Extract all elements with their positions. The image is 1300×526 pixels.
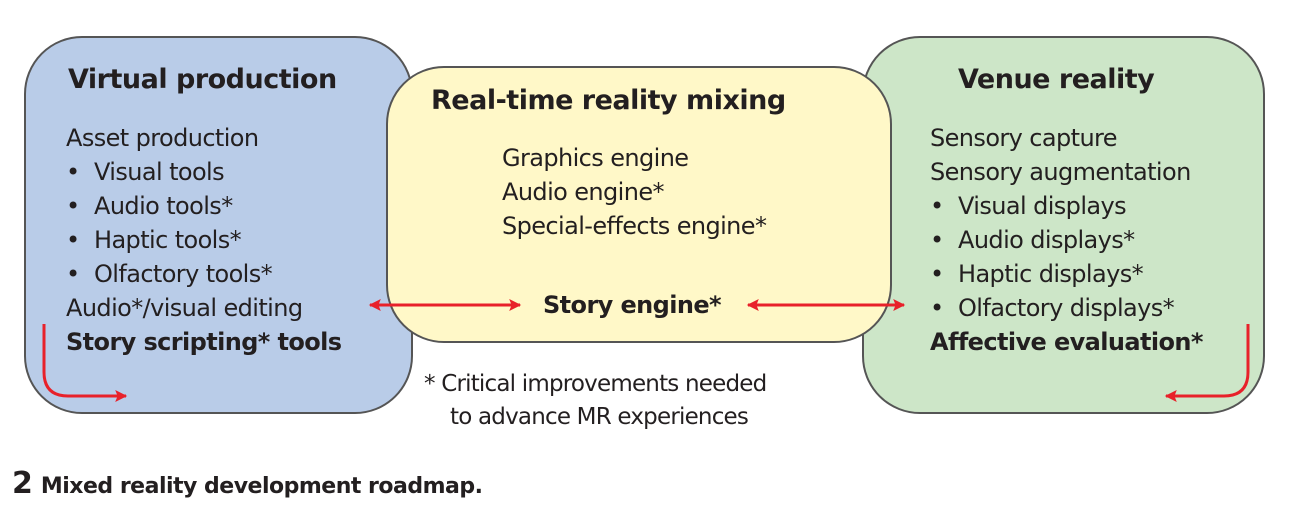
right_box-item: Visual displays: [930, 189, 1127, 223]
figure-number: 2: [12, 466, 33, 501]
footnote-line-1: * Critical improvements needed: [424, 371, 767, 397]
venue-reality-title: Venue reality: [958, 64, 1155, 95]
right_box-item: Sensory augmentation: [930, 158, 1191, 186]
right_box-item: Audio displays*: [930, 223, 1135, 257]
left_box-item: Asset production: [66, 124, 259, 152]
footnote: * Critical improvements needed to advanc…: [424, 368, 767, 434]
center-item: Graphics engine: [502, 144, 689, 172]
right_box-item: Haptic displays*: [930, 257, 1144, 291]
left_box-item: Story scripting* tools: [66, 328, 342, 356]
center-item: Special-effects engine*: [502, 212, 767, 240]
real-time-reality-mixing-title: Real-time reality mixing: [431, 85, 786, 116]
right_box-item: Olfactory displays*: [930, 291, 1175, 325]
real-time-reality-mixing-box: Real-time reality mixing Graphics engine…: [386, 66, 892, 343]
right_box-item: Sensory capture: [930, 124, 1118, 152]
virtual-production-box: Virtual production Asset productionVisua…: [24, 36, 413, 414]
left_box-item: Audio tools*: [66, 189, 233, 223]
virtual-production-title: Virtual production: [68, 64, 337, 95]
left_box-item: Olfactory tools*: [66, 257, 273, 291]
figure-caption: 2 Mixed reality development roadmap.: [12, 466, 483, 501]
story-engine-label: Story engine*: [543, 291, 722, 319]
footnote-line-2: to advance MR experiences: [450, 404, 749, 430]
left_box-item: Audio*/visual editing: [66, 294, 303, 322]
left_box-item: Visual tools: [66, 155, 225, 189]
left_box-item: Haptic tools*: [66, 223, 242, 257]
right_box-item: Affective evaluation*: [930, 328, 1203, 356]
figure-caption-text: Mixed reality development roadmap.: [40, 474, 483, 499]
center-item: Audio engine*: [502, 178, 665, 206]
